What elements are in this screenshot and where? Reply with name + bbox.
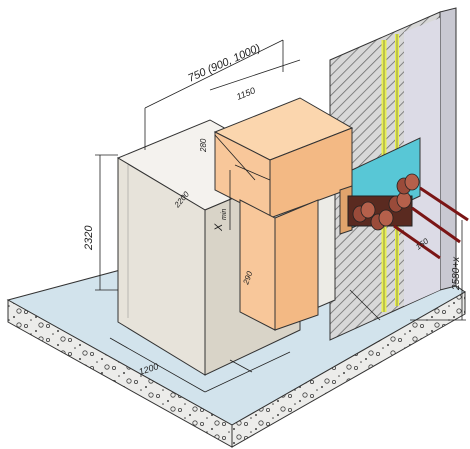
- bus-duct: [213, 97, 354, 331]
- wall-side: [439, 7, 457, 291]
- cable-2: [411, 206, 461, 244]
- wall-bushings: [347, 173, 469, 260]
- dim-bus-height: 280: [199, 138, 208, 153]
- outside-area: [404, 18, 440, 306]
- dimension-lines: [95, 39, 466, 393]
- insulator-3: [388, 191, 412, 213]
- dim-clearance-x: X: [213, 223, 225, 232]
- duct-vertical-front: [239, 199, 276, 331]
- insulator-4: [396, 173, 420, 195]
- floor-front-right: [231, 291, 466, 448]
- cable-1: [419, 186, 469, 222]
- insulator-1: [352, 201, 376, 223]
- dim-bus-duct-length: 1150: [235, 85, 257, 102]
- cable-3: [393, 224, 441, 260]
- duct-vertical-side: [274, 199, 319, 331]
- dim-depth-options: 750 (900, 1000): [186, 42, 262, 85]
- dim-total-height: 2320: [83, 225, 95, 251]
- insulator-2: [370, 209, 394, 231]
- dim-clearance-min: min: [221, 209, 228, 220]
- dim-wall-height: 2580+x: [451, 256, 462, 291]
